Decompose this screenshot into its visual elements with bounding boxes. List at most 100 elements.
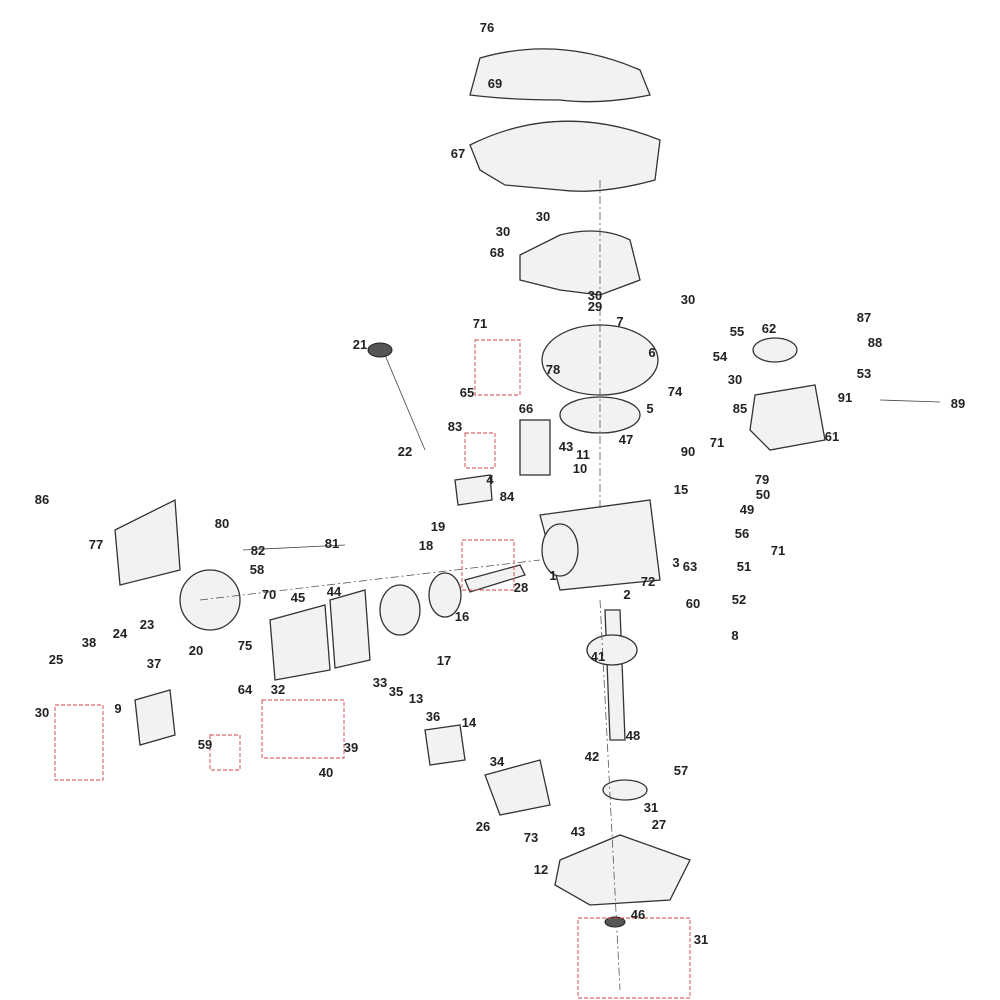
part-label-41: 41 bbox=[591, 649, 605, 664]
centre-line-3 bbox=[199, 559, 541, 601]
part-label-71: 71 bbox=[771, 543, 785, 558]
head-gasket bbox=[329, 589, 371, 669]
part-label-48: 48 bbox=[626, 728, 640, 743]
group-box-59 bbox=[209, 734, 241, 771]
valve-cover bbox=[134, 689, 176, 746]
part-label-1: 1 bbox=[549, 568, 556, 583]
part-label-65: 65 bbox=[460, 385, 474, 400]
blower-housing bbox=[752, 337, 798, 363]
part-label-5: 5 bbox=[646, 401, 653, 416]
part-label-42: 42 bbox=[585, 749, 599, 764]
air-filter bbox=[484, 759, 551, 816]
part-label-52: 52 bbox=[732, 592, 746, 607]
part-label-14: 14 bbox=[462, 715, 477, 730]
part-label-90: 90 bbox=[681, 444, 695, 459]
group-box-83 bbox=[464, 432, 496, 469]
part-label-45: 45 bbox=[291, 590, 305, 605]
part-label-30: 30 bbox=[536, 209, 550, 224]
part-label-20: 20 bbox=[189, 643, 203, 658]
part-label-47: 47 bbox=[619, 432, 633, 447]
part-label-88: 88 bbox=[868, 335, 882, 350]
carburetor bbox=[424, 724, 466, 766]
piston-rings bbox=[379, 584, 421, 636]
part-label-87: 87 bbox=[857, 310, 871, 325]
part-label-30: 30 bbox=[728, 372, 742, 387]
part-label-28: 28 bbox=[514, 580, 528, 595]
part-label-19: 19 bbox=[431, 519, 445, 534]
part-label-67: 67 bbox=[451, 146, 465, 161]
ignition-coil bbox=[454, 474, 493, 506]
connecting-rod bbox=[464, 564, 526, 593]
part-label-64: 64 bbox=[238, 682, 253, 697]
part-label-33: 33 bbox=[373, 675, 387, 690]
group-box-40 bbox=[261, 699, 345, 759]
part-label-77: 77 bbox=[89, 537, 103, 552]
recoil-starter-housing bbox=[519, 230, 641, 296]
part-label-74: 74 bbox=[668, 384, 683, 399]
part-label-78: 78 bbox=[546, 362, 560, 377]
part-label-53: 53 bbox=[857, 366, 871, 381]
dipstick bbox=[384, 354, 426, 451]
top-cover bbox=[469, 48, 651, 103]
part-label-44: 44 bbox=[327, 584, 342, 599]
part-label-30: 30 bbox=[681, 292, 695, 307]
part-label-82: 82 bbox=[251, 543, 265, 558]
part-label-22: 22 bbox=[398, 444, 412, 459]
part-label-73: 73 bbox=[524, 830, 538, 845]
part-label-61: 61 bbox=[825, 429, 839, 444]
part-label-12: 12 bbox=[534, 862, 548, 877]
part-label-2: 2 bbox=[623, 587, 630, 602]
part-label-27: 27 bbox=[652, 817, 666, 832]
part-label-79: 79 bbox=[755, 472, 769, 487]
part-label-89: 89 bbox=[951, 396, 965, 411]
piston bbox=[428, 572, 462, 618]
cylinder-bore bbox=[541, 523, 579, 577]
part-label-71: 71 bbox=[710, 435, 724, 450]
part-label-76: 76 bbox=[480, 20, 494, 35]
throttle-rod bbox=[242, 544, 346, 551]
part-label-58: 58 bbox=[250, 562, 264, 577]
cam-gear bbox=[602, 779, 648, 801]
part-label-6: 6 bbox=[648, 345, 655, 360]
part-label-21: 21 bbox=[353, 337, 367, 352]
part-label-57: 57 bbox=[674, 763, 688, 778]
part-label-56: 56 bbox=[735, 526, 749, 541]
crank-counterweight bbox=[586, 634, 638, 666]
part-label-66: 66 bbox=[519, 401, 533, 416]
part-label-26: 26 bbox=[476, 819, 490, 834]
part-label-8: 8 bbox=[731, 628, 738, 643]
governor bbox=[519, 419, 551, 476]
group-box-31 bbox=[577, 917, 691, 999]
muffler-guard bbox=[114, 498, 181, 586]
part-label-60: 60 bbox=[686, 596, 700, 611]
oil-cap bbox=[367, 342, 393, 358]
part-label-34: 34 bbox=[490, 754, 505, 769]
group-box-71 bbox=[474, 339, 521, 396]
group-box-30 bbox=[54, 704, 104, 781]
part-label-71: 71 bbox=[473, 316, 487, 331]
part-label-69: 69 bbox=[488, 76, 502, 91]
part-label-46: 46 bbox=[631, 907, 645, 922]
part-label-43: 43 bbox=[571, 824, 585, 839]
part-label-16: 16 bbox=[455, 609, 469, 624]
part-label-39: 39 bbox=[344, 740, 358, 755]
part-label-4: 4 bbox=[486, 472, 494, 487]
fuel-tank bbox=[749, 384, 826, 451]
part-label-11: 11 bbox=[576, 447, 590, 462]
centre-line-2 bbox=[599, 599, 621, 991]
part-label-91: 91 bbox=[838, 390, 852, 405]
part-label-10: 10 bbox=[573, 461, 587, 476]
part-label-13: 13 bbox=[409, 691, 423, 706]
cylinder-head bbox=[269, 604, 331, 681]
part-label-9: 9 bbox=[114, 701, 121, 716]
part-label-15: 15 bbox=[674, 482, 688, 497]
part-label-7: 7 bbox=[616, 314, 623, 329]
crankcase-cover bbox=[554, 834, 691, 906]
part-label-63: 63 bbox=[683, 559, 697, 574]
part-label-25: 25 bbox=[49, 652, 63, 667]
part-label-68: 68 bbox=[490, 245, 504, 260]
part-label-70: 70 bbox=[262, 587, 276, 602]
part-label-51: 51 bbox=[737, 559, 751, 574]
